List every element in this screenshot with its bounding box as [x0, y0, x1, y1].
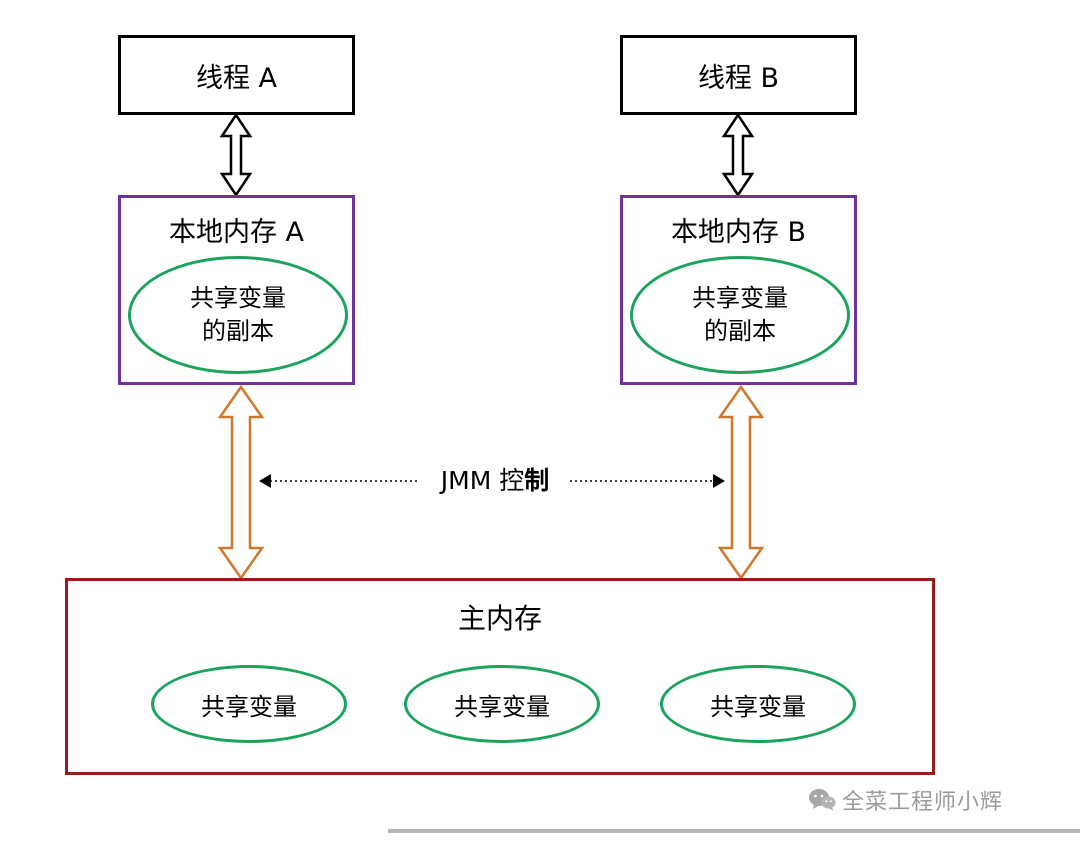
- shared-variable-ellipse-1: 共享变量: [151, 665, 347, 743]
- shared-variable-ellipse-2: 共享变量: [404, 665, 600, 743]
- local-memory-b-box: 本地内存 B 共享变量 的副本: [620, 195, 857, 385]
- main-memory-box: 主内存 共享变量 共享变量 共享变量: [65, 578, 935, 775]
- shared-copy-line1: 共享变量: [692, 284, 788, 312]
- thread-b-local-b-arrow: [721, 113, 755, 197]
- watermark: 全菜工程师小辉: [808, 784, 1003, 816]
- local-memory-a-title: 本地内存 A: [168, 217, 305, 248]
- thread-a-label: 线程 A: [195, 62, 278, 94]
- shared-variable-label: 共享变量: [710, 692, 806, 721]
- shared-variable-ellipse-3: 共享变量: [660, 665, 856, 743]
- shared-variable-label: 共享变量: [454, 692, 550, 721]
- jmm-label-normal: JMM 控: [440, 466, 525, 495]
- shared-copy-line2: 的副本: [704, 317, 776, 345]
- local-memory-b-shared-copy-ellipse: 共享变量 的副本: [630, 256, 850, 374]
- jmm-control-label: JMM 控制: [420, 465, 570, 497]
- jmm-label-bold: 制: [524, 466, 550, 495]
- wechat-icon: [809, 789, 836, 811]
- local-memory-b-title: 本地内存 B: [670, 217, 807, 248]
- bottom-divider: [388, 829, 1080, 833]
- thread-b-box: 线程 B: [620, 35, 857, 115]
- shared-variable-label: 共享变量: [201, 692, 297, 721]
- shared-copy-line2: 的副本: [202, 317, 274, 345]
- thread-a-box: 线程 A: [118, 35, 355, 115]
- thread-b-label: 线程 B: [697, 62, 780, 94]
- local-memory-a-box: 本地内存 A 共享变量 的副本: [118, 195, 355, 385]
- thread-a-local-a-arrow: [219, 113, 253, 197]
- shared-copy-line1: 共享变量: [190, 284, 286, 312]
- local-memory-a-shared-copy-ellipse: 共享变量 的副本: [128, 256, 348, 374]
- main-memory-title: 主内存: [457, 602, 542, 635]
- watermark-text: 全菜工程师小辉: [842, 790, 1004, 815]
